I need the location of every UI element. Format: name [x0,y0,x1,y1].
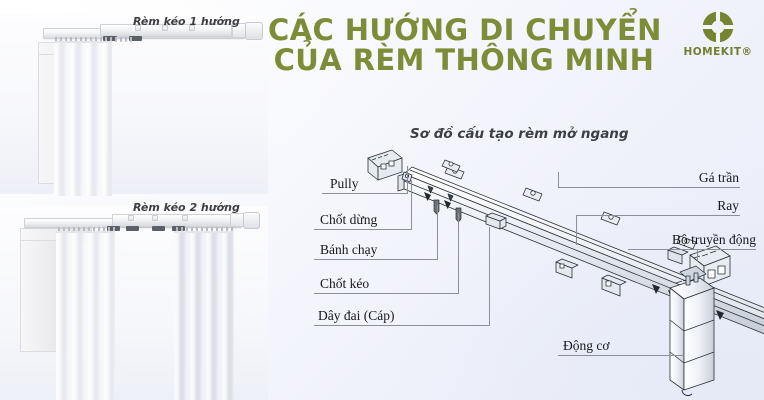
ring-gear-icon [701,10,735,44]
leader-line-ga-tran [558,187,740,188]
leader-tick-ray [576,215,577,245]
leader-tick-chot-dung [411,180,412,230]
runner-block [172,226,185,231]
rail-motor-unit [245,22,263,40]
ceiling-bracket [128,215,134,221]
ceiling-bracket [152,215,158,221]
schematic-label-pully: Pully [330,176,359,191]
runner-block [129,36,142,41]
page-title: CÁC HƯỚNG DI CHUYỂN CỦA RÈM THÔNG MINH [268,13,662,77]
ceiling-bracket [189,25,195,31]
brand-logo: HOMEKIT® [679,10,757,66]
schematic-label-chot-keo: Chốt kéo [320,276,370,291]
schematic-label-bo-truyen-dong: Bộ truyền động [672,232,756,247]
leader-line-bo-truyen-dong [628,249,756,250]
leader-line-chot-dung [314,229,412,230]
ceiling-bracket [182,215,188,221]
runner-block [152,226,165,231]
leader-tick-ga-tran [558,172,559,188]
leader-line-ray [576,215,740,216]
curtain-fabric [54,41,112,196]
leader-tick-bo-truyen-dong [697,249,698,261]
schematic-label-dong-co: Động cơ [563,338,610,353]
photo-caption-2: Rèm kéo 2 hướng [133,201,240,214]
ceiling-bracket [162,25,168,31]
curtain-fabric-left [56,231,115,400]
ceiling-bracket [135,25,141,31]
title-line-1: CÁC HƯỚNG DI CHUYỂN [268,13,662,47]
leader-tick-pully [407,166,408,194]
curtain-hook-row [55,37,132,42]
schematic-label-day-dai: Dây đai (Cáp) [318,308,395,323]
photo-caption-1: Rèm kéo 1 hướng [133,15,240,28]
leader-tick-day-dai [489,227,490,326]
leader-tick-chot-keo [458,213,459,294]
curtain-hook-row [58,227,115,232]
leader-line-day-dai [314,325,490,326]
rail-motor-unit [243,212,260,229]
schematic-title: Sơ đồ cấu tạo rèm mở ngang [410,126,629,142]
leader-line-chot-keo [314,293,459,294]
leader-line-pully [322,193,408,194]
leader-line-banh-chay [314,259,438,260]
leader-line-dong-co [558,355,684,356]
title-line-2: CỦA RÈM THÔNG MINH [273,42,655,77]
curtain-fabric-right [174,231,234,400]
schematic-label-ray: Ray [717,198,739,213]
runner-block [126,226,139,231]
brand-name: HOMEKIT® [683,46,753,58]
photo-two-way-curtain: Rèm kéo 2 hướng [0,201,268,400]
leader-tick-banh-chay [437,205,438,260]
curtain-hook-row [176,227,233,232]
schematic-label-chot-dung: Chốt dừng [320,212,378,227]
schematic-label-banh-chay: Bánh chạy [320,242,378,257]
schematic-label-ga-tran: Gá trần [698,170,739,185]
photo-one-way-curtain: Rèm kéo 1 hướng [0,14,268,196]
